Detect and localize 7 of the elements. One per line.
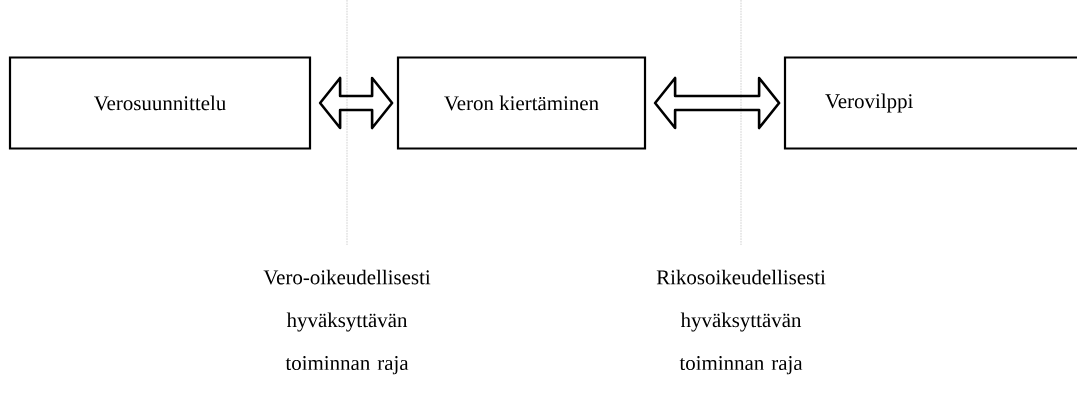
term-box: Verovilppi — [783, 56, 1077, 150]
term-box: Verosuunnittelu — [8, 56, 312, 150]
boundary-label: Rikosoikeudellisesti hyväksyttävän toiminnan raja — [656, 269, 826, 375]
double-arrow — [653, 76, 781, 130]
term-box: Veron kiertäminen — [396, 56, 647, 150]
double-arrow — [318, 76, 394, 130]
boundary-label: Vero-oikeudellisesti hyväksyttävän toiminnan raja — [263, 269, 431, 375]
